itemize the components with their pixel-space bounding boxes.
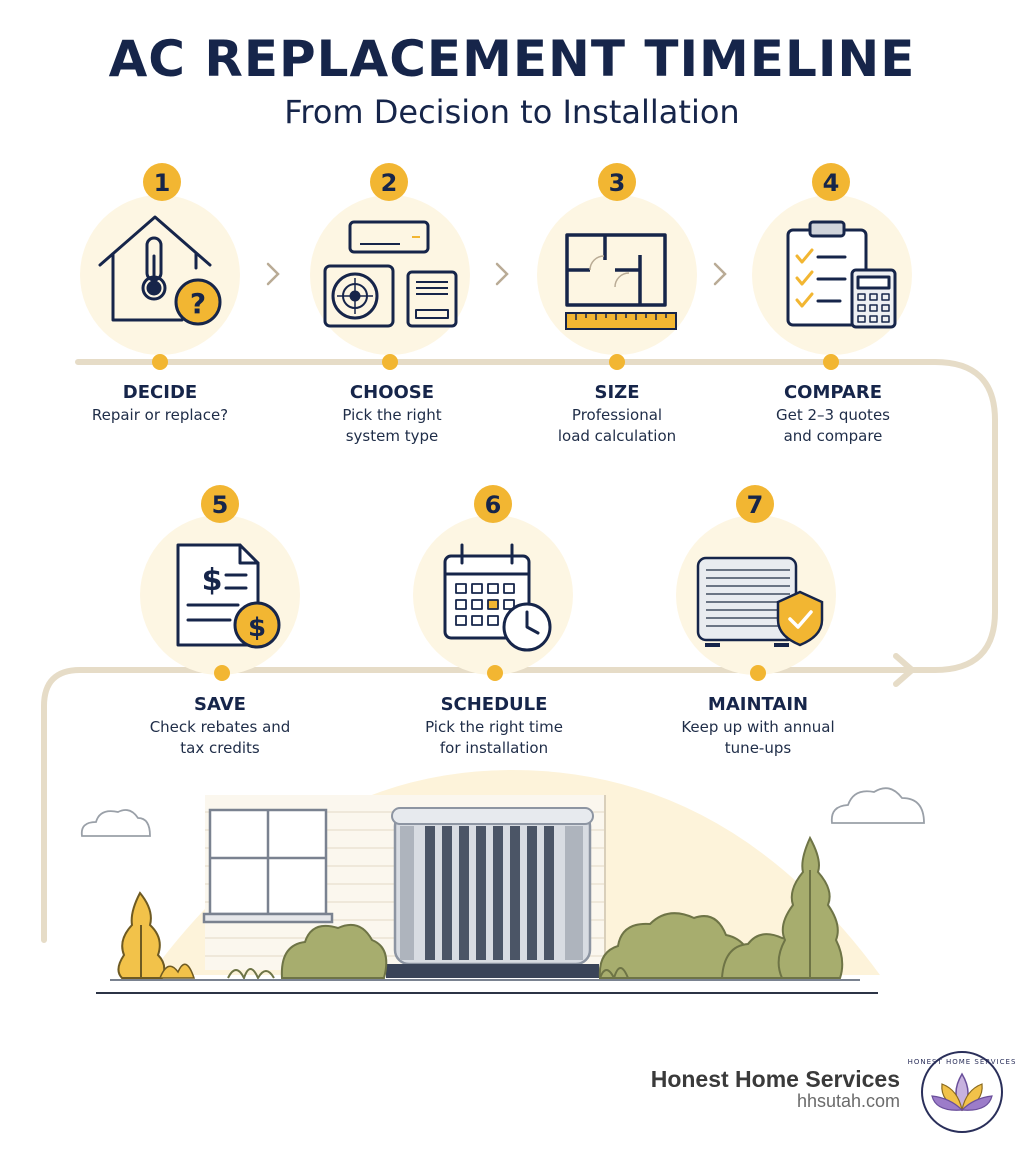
step-label-choose: CHOOSE	[349, 382, 435, 403]
question-mark: ?	[190, 287, 206, 320]
question-badge	[174, 278, 222, 326]
step-desc-size-1: Professional	[571, 406, 663, 424]
step-desc-choose-1: Pick the right	[342, 406, 442, 424]
step-desc-size-2: load calculation	[557, 427, 677, 445]
cloud-icon	[830, 787, 925, 824]
checkmark-icon	[788, 610, 813, 629]
cloud-icon	[80, 809, 151, 837]
grass	[227, 967, 629, 981]
ac-shield-check-icon	[696, 556, 798, 647]
step-desc-save-2: tax credits	[180, 739, 260, 757]
honest-home-services-logo: HONEST HOME SERVICES	[908, 1051, 1017, 1133]
yellow-tree-icon	[117, 891, 166, 979]
step-desc-maintain-1: Keep up with annual	[681, 718, 835, 736]
step-number: 7	[747, 491, 764, 519]
step-desc-compare-2: and compare	[783, 427, 883, 445]
page-subtitle: From Decision to Installation	[284, 93, 740, 131]
floorplan-ruler-icon	[565, 233, 667, 307]
ac-units-icon	[323, 220, 458, 328]
step-number: 3	[609, 169, 626, 197]
timeline-arrowhead	[893, 653, 915, 687]
timeline-dots	[152, 354, 839, 681]
ruler	[565, 312, 677, 330]
timeline-path-row2	[41, 667, 908, 943]
calendar-clock-icon	[443, 543, 552, 652]
step-number: 5	[212, 491, 229, 519]
pine-tree-icon	[777, 835, 844, 979]
step-label-schedule: SCHEDULE	[440, 694, 548, 715]
logo-text: HONEST HOME SERVICES	[908, 1058, 1017, 1066]
step-desc-save-1: Check rebates and	[149, 718, 291, 736]
house-thermometer-question-icon	[98, 215, 212, 322]
step-desc-schedule-2: for installation	[439, 739, 549, 757]
brand-name: Honest Home Services	[650, 1066, 900, 1092]
step-number: 4	[823, 169, 840, 197]
page-title: AC REPLACEMENT TIMELINE	[108, 30, 916, 88]
clipboard-calculator-icon	[786, 220, 897, 329]
step-desc-schedule-1: Pick the right time	[425, 718, 563, 736]
step-number: 6	[485, 491, 502, 519]
step-number: 1	[154, 169, 171, 197]
brand-url[interactable]: hhsutah.com	[796, 1091, 900, 1111]
step-label-compare: COMPARE	[783, 382, 883, 403]
step-number: 2	[381, 169, 398, 197]
step-desc-compare-1: Get 2–3 quotes	[776, 406, 890, 424]
step-label-size: SIZE	[594, 382, 640, 403]
dollar-sign: $	[202, 563, 223, 598]
step-desc-maintain-2: tune-ups	[724, 739, 792, 757]
step-label-maintain: MAINTAIN	[707, 694, 809, 715]
coin-dollar: $	[248, 613, 266, 643]
window	[202, 808, 334, 924]
timeline-path-row1	[75, 359, 998, 673]
number-badges	[143, 163, 850, 523]
step-desc-choose-2: system type	[345, 427, 439, 445]
coin	[233, 601, 281, 649]
step-label-decide: DECIDE	[122, 382, 198, 403]
step-desc-decide-1: Repair or replace?	[91, 406, 229, 424]
chevron-icon	[266, 262, 727, 286]
ac-condenser-icon	[386, 807, 599, 978]
shield-icon	[776, 590, 824, 647]
yellow-bush	[158, 963, 196, 979]
step-label-save: SAVE	[194, 694, 246, 715]
